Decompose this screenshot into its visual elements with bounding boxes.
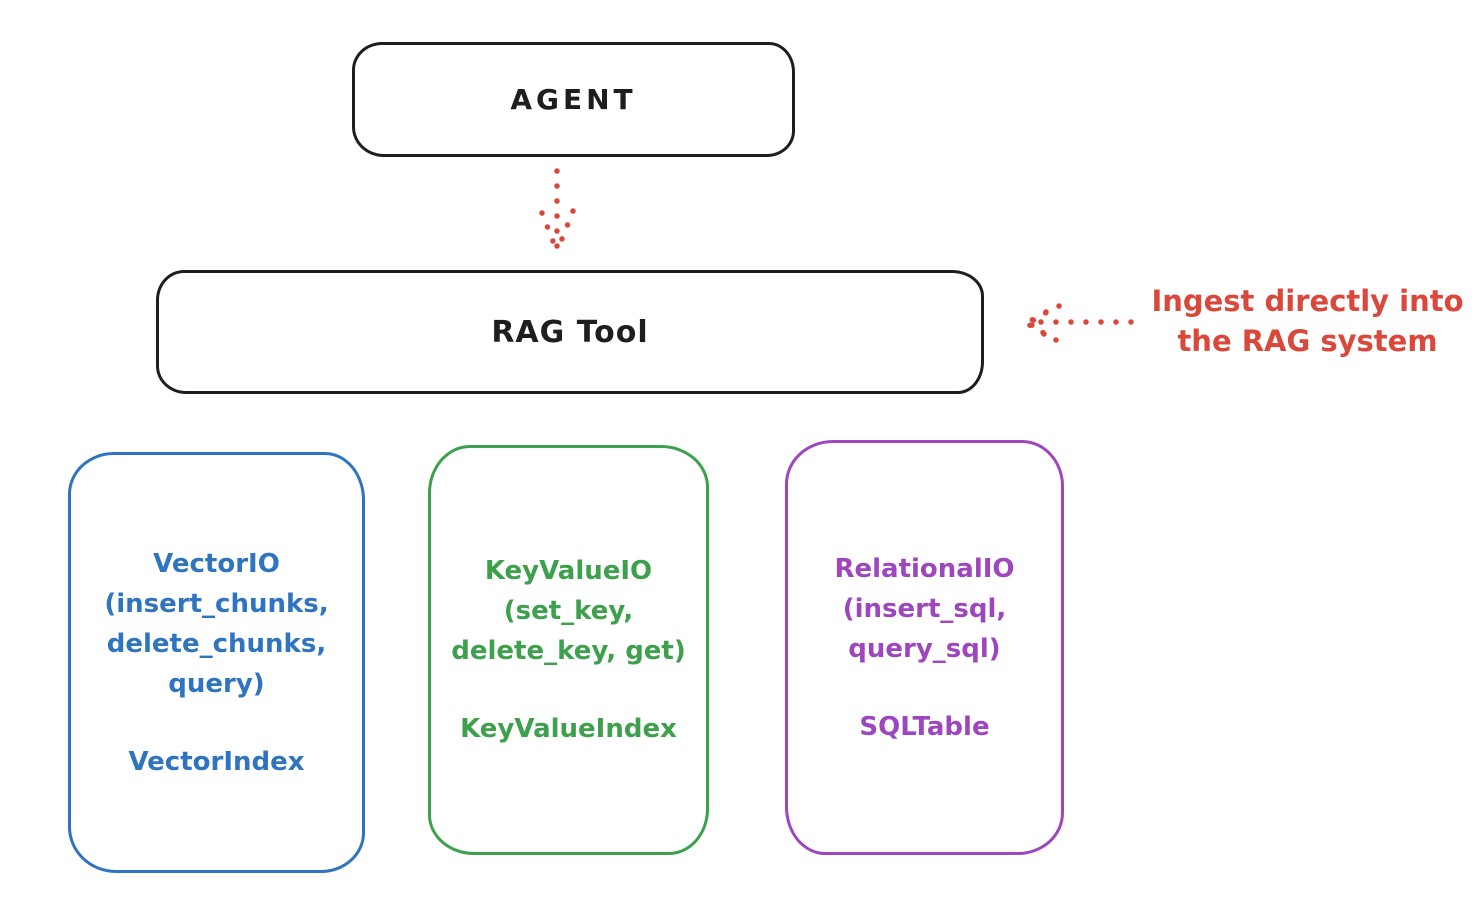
- relational-io-node-text: RelationalIO (insert_sql, query_sql) SQL…: [834, 549, 1014, 747]
- vector-io-methods-line1: (insert_chunks,: [104, 588, 329, 619]
- ingest-arrow: [1023, 303, 1134, 343]
- spacer: [451, 671, 686, 709]
- ingest-annotation: Ingest directly into the RAG system: [1135, 281, 1480, 361]
- spacer: [104, 704, 328, 742]
- vector-io-node-text: VectorIO (insert_chunks, delete_chunks, …: [104, 544, 328, 782]
- ingest-annotation-line1: Ingest directly into: [1151, 284, 1464, 318]
- key-value-io-node-text: KeyValueIO (set_key, delete_key, get) Ke…: [451, 551, 686, 749]
- agent-node: AGENT: [352, 42, 795, 157]
- rag-tool-node: RAG Tool: [156, 270, 984, 394]
- vector-io-node: VectorIO (insert_chunks, delete_chunks, …: [68, 452, 365, 873]
- key-value-io-title: KeyValueIO: [484, 556, 653, 586]
- relational-io-methods-line2: query_sql): [848, 633, 1001, 664]
- sql-table-label: SQLTable: [859, 711, 990, 742]
- agent-node-label: AGENT: [510, 83, 637, 116]
- vector-io-title: VectorIO: [153, 548, 280, 579]
- relational-io-title: RelationalIO: [834, 553, 1015, 584]
- agent-to-ragtool-arrow: [539, 168, 576, 252]
- relational-io-methods-line1: (insert_sql,: [842, 593, 1007, 624]
- key-value-io-methods-line1: (set_key,: [503, 596, 634, 626]
- ingest-annotation-line2: the RAG system: [1177, 324, 1438, 358]
- key-value-io-node: KeyValueIO (set_key, delete_key, get) Ke…: [428, 445, 709, 855]
- vector-io-methods-line3: query): [168, 668, 265, 699]
- rag-tool-node-label: RAG Tool: [491, 314, 649, 350]
- key-value-index-label: KeyValueIndex: [460, 714, 677, 744]
- key-value-io-methods-line2: delete_key, get): [451, 636, 686, 666]
- vector-index-label: VectorIndex: [128, 746, 305, 777]
- vector-io-methods-line2: delete_chunks,: [106, 628, 327, 659]
- relational-io-node: RelationalIO (insert_sql, query_sql) SQL…: [785, 440, 1064, 855]
- spacer: [834, 669, 1014, 707]
